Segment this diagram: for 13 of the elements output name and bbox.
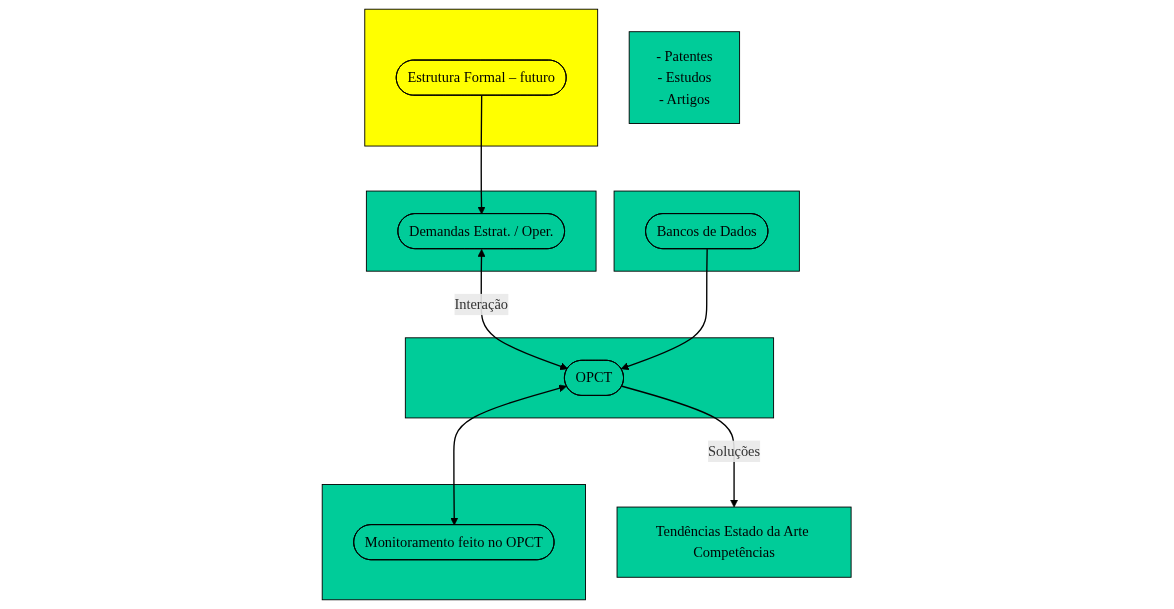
cluster bbox=[322, 484, 587, 601]
node-box: - Patentes - Estudos - Artigos bbox=[629, 31, 741, 124]
cluster bbox=[364, 8, 599, 147]
node-box: Tendências Estado da Arte Competências bbox=[616, 506, 852, 578]
cluster bbox=[405, 337, 775, 419]
edge-label: Interação bbox=[454, 296, 509, 312]
cluster bbox=[366, 190, 597, 272]
cluster bbox=[613, 190, 801, 272]
edge-label: Soluções bbox=[708, 443, 761, 459]
arrow bbox=[450, 384, 568, 526]
arrow bbox=[621, 385, 739, 508]
arrow bbox=[477, 94, 486, 215]
arrow bbox=[621, 248, 709, 371]
